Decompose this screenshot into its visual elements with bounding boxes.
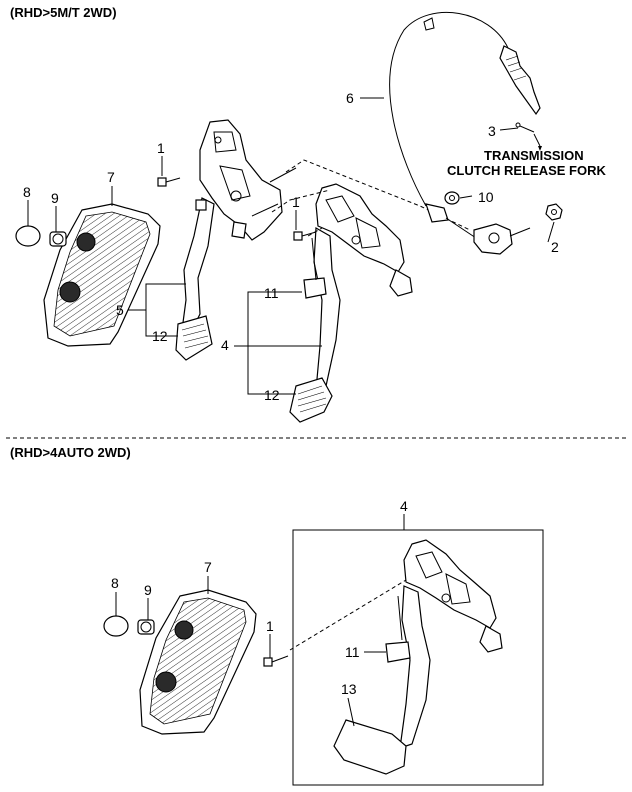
leader-dashed-top — [285, 159, 471, 231]
spacer-bottom — [137, 619, 155, 635]
clevis-pin — [515, 122, 542, 151]
callout-leaders-top — [27, 97, 555, 395]
callout-8-bottom: 8 — [111, 575, 119, 591]
callout-1-bottom: 1 — [266, 618, 274, 634]
note-line1: TRANSMISSION — [484, 148, 584, 163]
callout-12-top-a: 12 — [152, 328, 168, 344]
callout-3-top: 3 — [488, 123, 496, 139]
cap-top — [15, 225, 41, 247]
pedal-cover-bottom — [139, 589, 257, 735]
note-line2: CLUTCH RELEASE FORK — [447, 163, 606, 178]
callout-1-top-b: 1 — [292, 194, 300, 210]
brake-assembly-box — [292, 529, 544, 786]
callout-5-top: 5 — [116, 302, 124, 318]
callout-2-top: 2 — [551, 239, 559, 255]
callout-9-bottom: 9 — [144, 582, 152, 598]
clutch-cable — [389, 11, 541, 255]
callout-12-top-b: 12 — [264, 387, 280, 403]
nut — [545, 203, 563, 221]
callout-13-bottom: 13 — [341, 681, 357, 697]
callout-4-bottom: 4 — [400, 498, 408, 514]
pedal-cover-top — [43, 203, 161, 347]
callout-7-top: 7 — [107, 169, 115, 185]
section-title-auto: (RHD>4AUTO 2WD) — [10, 445, 131, 460]
callout-11-bottom: 11 — [345, 644, 360, 660]
bolt-top-b — [293, 231, 317, 241]
section-title-manual: (RHD>5M/T 2WD) — [10, 5, 117, 20]
clutch-pedal-assembly — [175, 119, 297, 361]
callout-9-top: 9 — [51, 190, 59, 206]
callout-11-top: 11 — [264, 285, 279, 301]
bolt-bottom — [263, 655, 289, 667]
callout-7-bottom: 7 — [204, 559, 212, 575]
callout-4-top: 4 — [221, 337, 229, 353]
brake-pedal-assembly-top — [289, 183, 413, 423]
callout-6-top: 6 — [346, 90, 354, 106]
cap-bottom — [103, 615, 129, 637]
washer — [444, 191, 460, 205]
brake-pedal-assembly-bottom — [333, 539, 503, 775]
bolt-top-a — [157, 177, 181, 187]
callout-1-top-a: 1 — [157, 140, 165, 156]
callout-10-top: 10 — [478, 189, 494, 205]
callout-leaders-bottom — [115, 514, 405, 727]
spacer-top — [49, 231, 67, 247]
callout-8-top: 8 — [23, 184, 31, 200]
